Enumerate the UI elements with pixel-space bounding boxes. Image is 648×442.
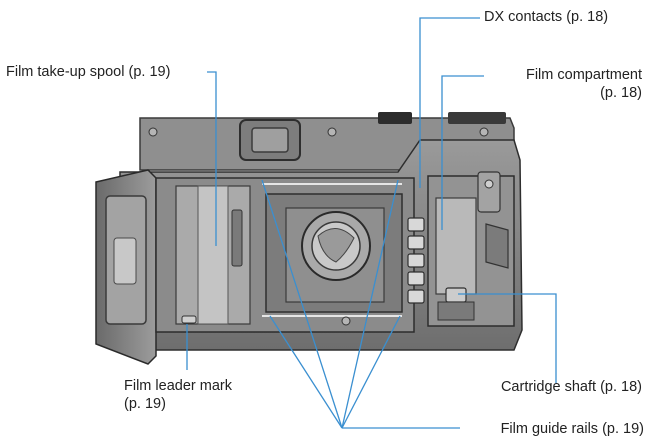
film-compartment [427,171,515,327]
screw-top-left [148,127,158,137]
screw-top-right [479,127,489,137]
label-cartridge-shaft: Cartridge shaft (p. 18) [500,379,642,395]
leader-line-dx [419,17,480,188]
dx-contacts [407,217,425,304]
zoom-ring [448,112,506,124]
film-leader-mark [181,315,197,324]
label-film-leader-mark-line1: Film leader mark [124,378,232,394]
label-dx-contacts: DX contacts (p. 18) [484,9,609,25]
label-film-leader-mark: Film leader mark (p. 19) [124,377,232,413]
label-film-compartment-line2: (p. 18) [600,85,642,101]
shutter-dial [378,112,412,124]
film-guide-rails [262,183,402,317]
label-take-up-spool: Film take-up spool (p. 19) [6,64,171,80]
cartridge-shaft [445,287,467,303]
label-film-compartment: Film compartment (p. 18) [526,66,642,102]
take-up-spool [175,185,251,325]
camera-back-door [95,169,157,365]
label-film-guide-rails: Film guide rails (p. 19) [500,421,644,437]
leader-line-spool [207,71,217,246]
label-film-compartment-line1: Film compartment [525,67,642,83]
label-film-leader-mark-line2: (p. 19) [124,396,166,412]
leader-lines [186,17,557,429]
film-gate [265,193,403,313]
leader-line-cartridge [458,293,557,383]
leader-line-compartment [441,75,484,230]
screw-top-middle [327,127,337,137]
